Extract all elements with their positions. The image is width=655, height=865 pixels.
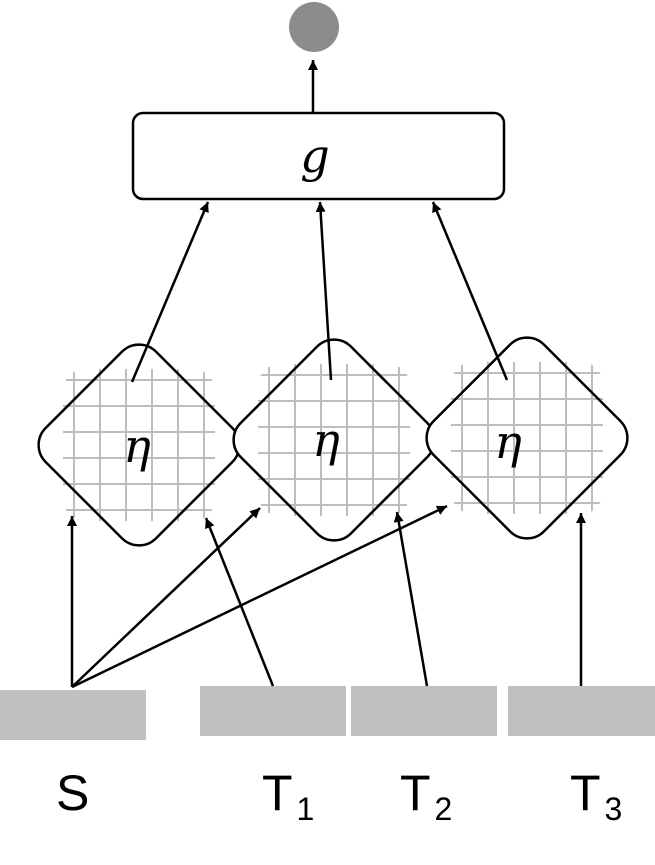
arrow-s-to-module-2 xyxy=(71,507,261,688)
arrow-module-2-to-aggregator xyxy=(315,201,333,381)
arrow-t2-to-module-2 xyxy=(393,511,429,687)
input-label-s: S xyxy=(56,765,89,821)
module-1-label: η xyxy=(123,419,151,473)
module-1 xyxy=(37,343,241,547)
input-block-t3 xyxy=(508,686,655,736)
arrow-module-1-to-aggregator xyxy=(130,201,210,383)
module-3 xyxy=(425,336,629,540)
arrow-t1-to-module-1 xyxy=(204,517,275,687)
input-block-s xyxy=(0,690,146,740)
module-2-label: η xyxy=(312,413,340,467)
module-3-label: η xyxy=(494,415,522,469)
arrow-s-to-module-3 xyxy=(71,504,448,689)
aggregator-label: g xyxy=(300,129,329,183)
input-block-t2 xyxy=(351,686,497,736)
module-2 xyxy=(232,338,436,542)
aggregator-box xyxy=(131,111,506,201)
output-node xyxy=(289,2,339,52)
input-block-t1 xyxy=(200,686,346,736)
arrow-module-3-to-aggregator xyxy=(431,201,509,381)
